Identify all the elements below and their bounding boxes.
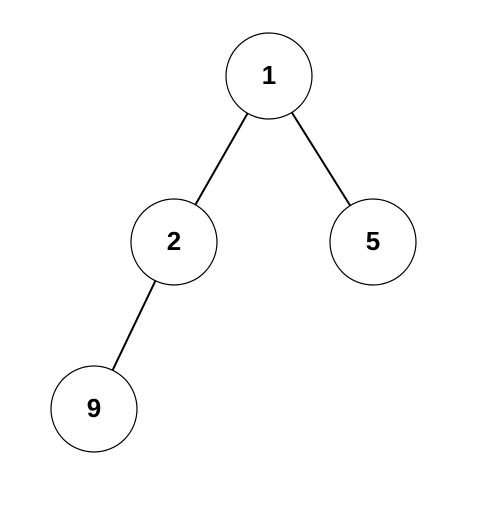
tree-node-2: 2: [130, 198, 218, 286]
tree-node-9: 9: [50, 365, 138, 453]
node-label: 1: [262, 60, 276, 90]
tree-edge-n1-n5: [290, 111, 352, 207]
node-circle: [225, 32, 313, 120]
tree-edges: [111, 111, 352, 372]
tree-edge-n1-n2: [194, 112, 249, 206]
node-circle: [130, 198, 218, 286]
tree-nodes: 1 2 5 9: [50, 32, 417, 453]
tree-node-1: 1: [225, 32, 313, 120]
tree-node-5: 5: [329, 198, 417, 286]
tree-edge-n2-n9: [111, 279, 157, 372]
node-label: 9: [87, 393, 101, 423]
node-circle: [329, 198, 417, 286]
node-label: 5: [366, 226, 380, 256]
node-label: 2: [167, 226, 181, 256]
node-circle: [50, 365, 138, 453]
